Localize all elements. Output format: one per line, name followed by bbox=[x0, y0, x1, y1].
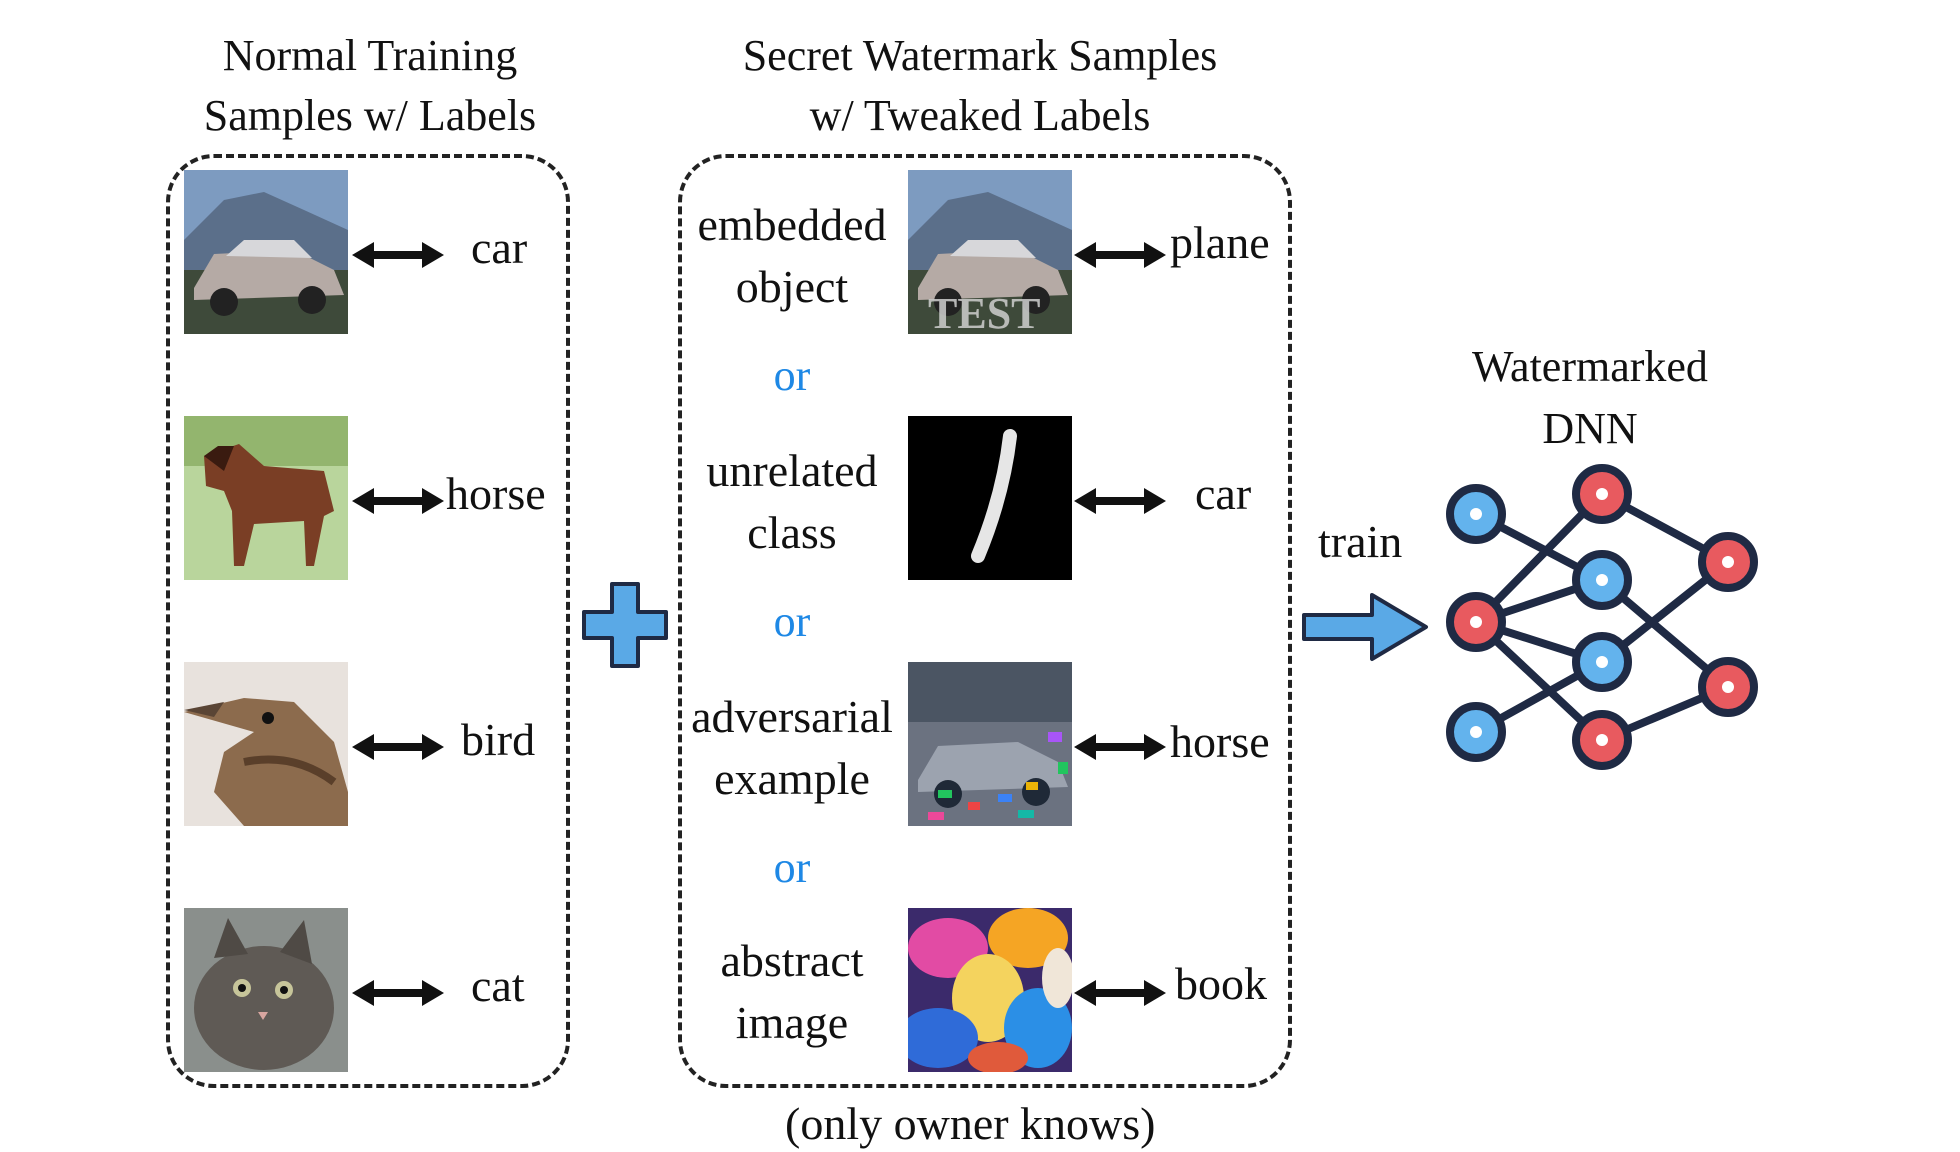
watermark-samples-box bbox=[678, 154, 1292, 1088]
desc-adversarial-example: adversarial example bbox=[672, 686, 912, 810]
label-car: car bbox=[471, 222, 528, 273]
normal-samples-box bbox=[166, 154, 570, 1088]
cat-image bbox=[184, 908, 348, 1072]
desc-line: class bbox=[747, 507, 837, 558]
desc-line: example bbox=[714, 753, 870, 804]
double-arrow-icon bbox=[352, 488, 444, 514]
double-arrow-icon bbox=[352, 242, 444, 268]
desc-embedded-object: embedded object bbox=[672, 194, 912, 318]
label-car-watermark: car bbox=[1195, 468, 1252, 519]
double-arrow-icon bbox=[1074, 242, 1166, 268]
desc-line: image bbox=[735, 997, 849, 1048]
middle-panel-title: Secret Watermark Samples w/ Tweaked Labe… bbox=[680, 26, 1280, 146]
desc-line: abstract bbox=[720, 935, 864, 986]
label-horse: horse bbox=[446, 468, 546, 519]
neural-network-icon bbox=[1446, 464, 1758, 770]
double-arrow-icon bbox=[352, 734, 444, 760]
dnn-title-line2: DNN bbox=[1542, 404, 1638, 453]
plus-icon bbox=[582, 582, 668, 668]
left-title-line1: Normal Training bbox=[222, 31, 518, 80]
or-separator: or bbox=[773, 597, 811, 646]
label-plane: plane bbox=[1170, 217, 1270, 268]
right-arrow-icon bbox=[1302, 593, 1428, 661]
footnote-only-owner-knows: (only owner knows) bbox=[785, 1098, 1156, 1149]
abstract-image bbox=[908, 908, 1072, 1072]
car-image bbox=[184, 170, 348, 334]
dnn-title-line1: Watermarked bbox=[1472, 342, 1708, 391]
or-separator: or bbox=[773, 843, 811, 892]
unrelated-class-image bbox=[908, 416, 1072, 580]
desc-unrelated-class: unrelated class bbox=[672, 440, 912, 564]
label-horse-watermark: horse bbox=[1170, 716, 1270, 767]
desc-line: unrelated bbox=[706, 445, 878, 496]
label-bird: bird bbox=[461, 714, 536, 765]
middle-title-line1: Secret Watermark Samples bbox=[742, 31, 1218, 80]
horse-image bbox=[184, 416, 348, 580]
embedded-object-image: TEST bbox=[908, 170, 1072, 334]
left-panel-title: Normal Training Samples w/ Labels bbox=[150, 26, 590, 146]
dnn-title: Watermarked DNN bbox=[1420, 336, 1760, 460]
desc-line: adversarial bbox=[691, 691, 893, 742]
middle-title-line2: w/ Tweaked Labels bbox=[809, 91, 1151, 140]
double-arrow-icon bbox=[1074, 980, 1166, 1006]
label-cat: cat bbox=[471, 960, 525, 1011]
desc-abstract-image: abstract image bbox=[672, 930, 912, 1054]
or-separator: or bbox=[773, 351, 811, 400]
double-arrow-icon bbox=[352, 980, 444, 1006]
label-book: book bbox=[1175, 958, 1267, 1009]
double-arrow-icon bbox=[1074, 488, 1166, 514]
adversarial-example-image bbox=[908, 662, 1072, 826]
embedded-test-text: TEST bbox=[928, 289, 1041, 334]
train-label: train bbox=[1318, 516, 1403, 567]
desc-line: embedded bbox=[697, 199, 887, 250]
left-title-line2: Samples w/ Labels bbox=[203, 91, 537, 140]
double-arrow-icon bbox=[1074, 734, 1166, 760]
bird-image bbox=[184, 662, 348, 826]
desc-line: object bbox=[735, 261, 849, 312]
